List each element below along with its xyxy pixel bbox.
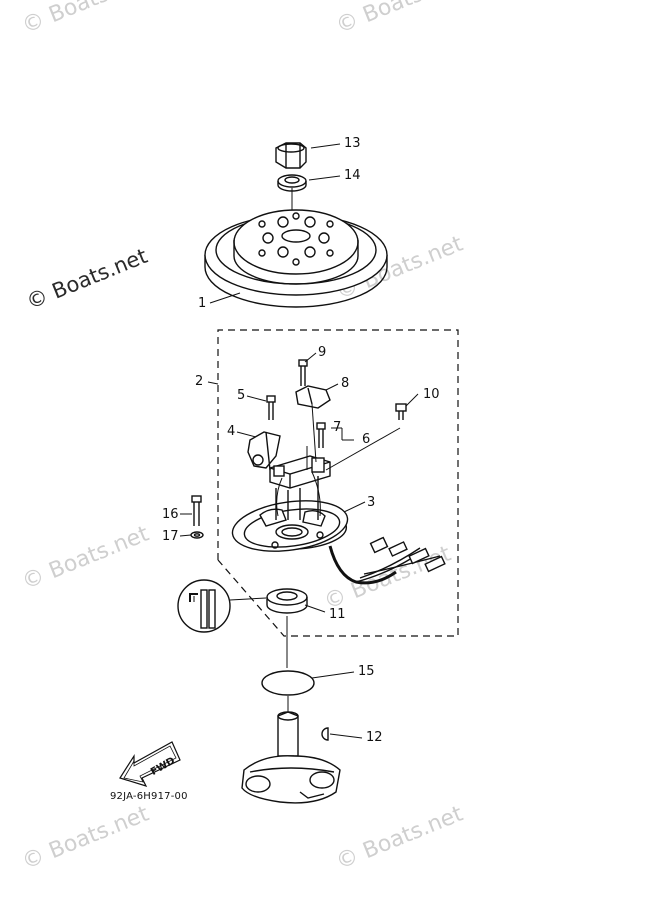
nut-13 [275, 142, 307, 169]
callout-6: 6 [362, 432, 371, 447]
o-ring-15 [261, 670, 315, 696]
callout-11: 11 [329, 607, 346, 622]
screw-9 [298, 359, 308, 386]
callout-3: 3 [367, 495, 376, 510]
coil-assembly-6 [269, 455, 331, 520]
callout-17: 17 [162, 529, 179, 544]
charge-coil-8 [295, 385, 331, 463]
callout-2: 2 [195, 374, 204, 389]
part-code: 92JA-6H917-00 [110, 791, 188, 802]
callout-14: 14 [344, 168, 361, 183]
callout-15: 15 [358, 664, 375, 679]
oil-seal-11 [266, 588, 308, 614]
washer-14 [277, 174, 307, 192]
screw-5 [266, 395, 276, 420]
flywheel-1 [204, 209, 388, 308]
wire-harness [328, 536, 446, 585]
assembly-2-outline [217, 329, 459, 637]
callout-4: 4 [227, 424, 236, 439]
callout-1: 1 [198, 296, 207, 311]
callout-9: 9 [318, 345, 327, 360]
callout-16: 16 [162, 507, 179, 522]
screw-10 [395, 403, 407, 420]
callout-7: 7 [333, 420, 342, 435]
bolt-16 [191, 495, 202, 526]
woodruff-key-12 [321, 727, 329, 741]
callout-12: 12 [366, 730, 383, 745]
crankshaft-end [241, 711, 341, 804]
callout-5: 5 [237, 388, 246, 403]
pulser-coil-4 [247, 431, 281, 471]
fwd-arrow-icon [119, 741, 181, 787]
base-plate-3 [231, 500, 349, 552]
seal-detail-callout [177, 579, 267, 633]
callout-10: 10 [423, 387, 440, 402]
screw-7 [316, 422, 326, 448]
callout-13: 13 [344, 136, 361, 151]
callout-8: 8 [341, 376, 350, 391]
washer-17 [190, 531, 204, 539]
